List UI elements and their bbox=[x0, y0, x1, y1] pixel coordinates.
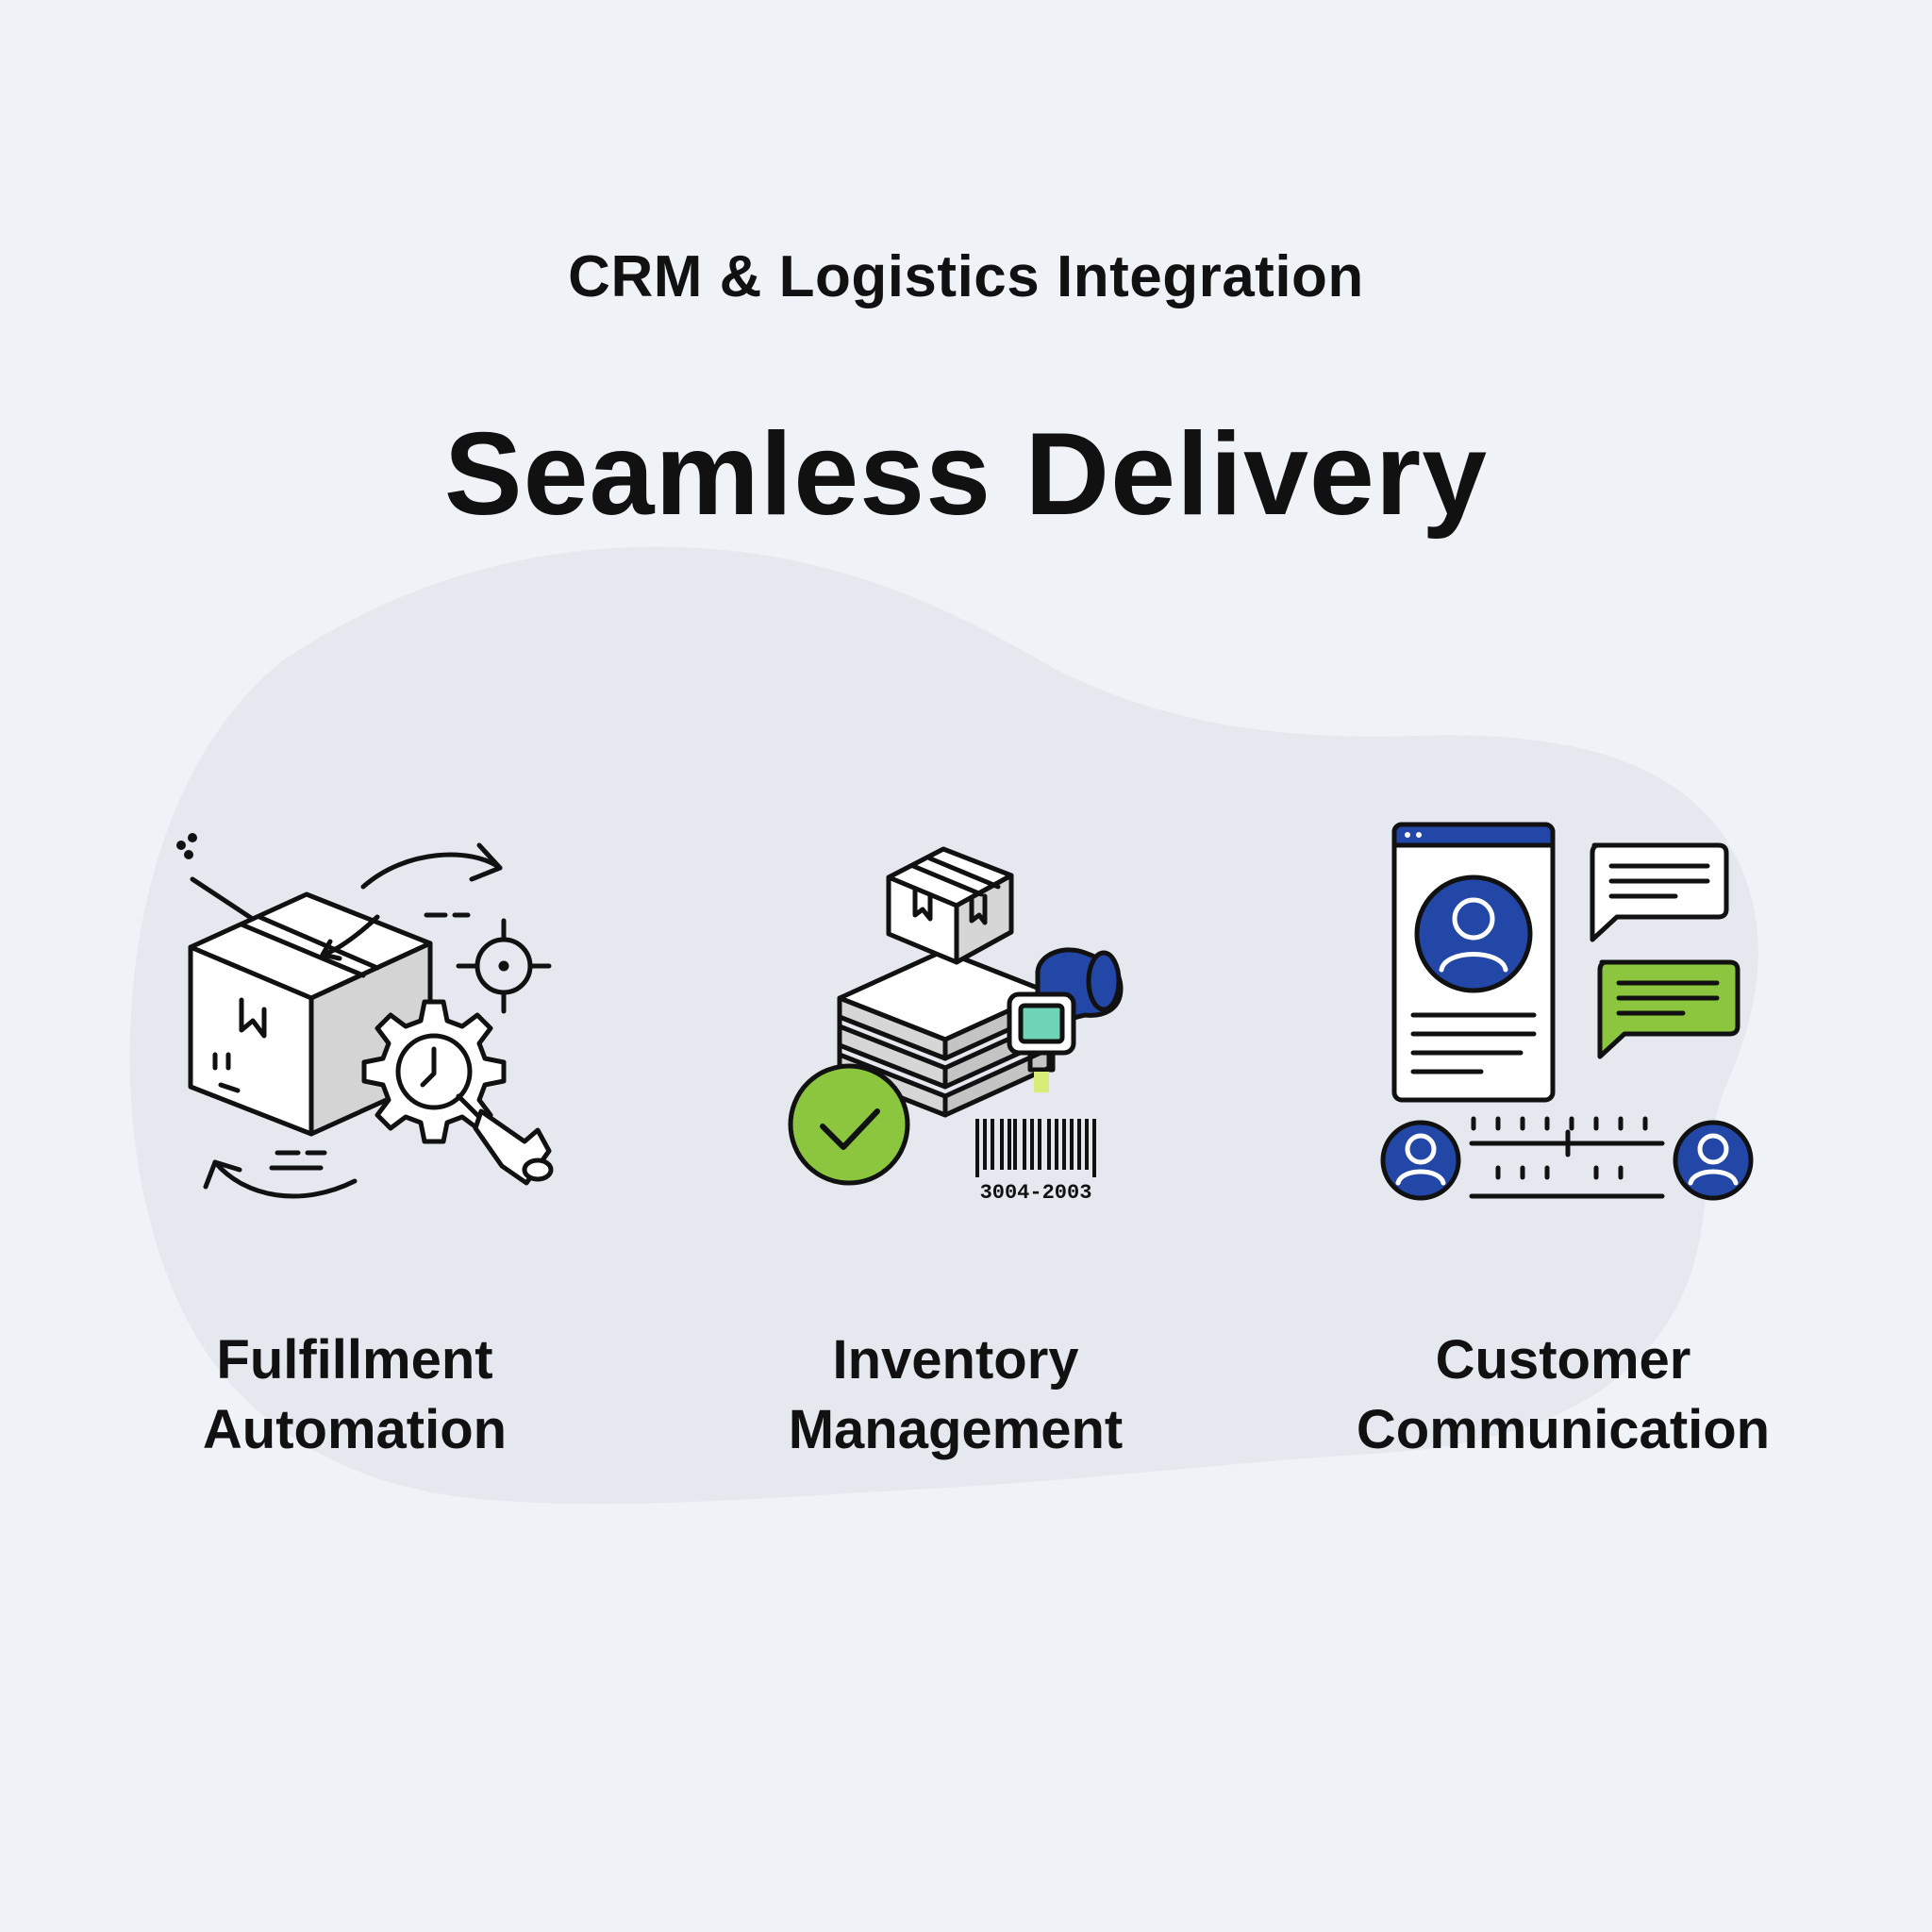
barcode-number: 3004-2003 bbox=[980, 1181, 1092, 1205]
inventory-scan-icon: 3004-2003 bbox=[788, 846, 1124, 1205]
feature-label-line: Inventory bbox=[832, 1329, 1079, 1391]
feature-label-customer: Customer Communication bbox=[1299, 1325, 1827, 1465]
feature-label-line: Automation bbox=[202, 1399, 508, 1460]
feature-label-fulfillment: Fulfillment Automation bbox=[91, 1325, 619, 1465]
package-automation-icon bbox=[176, 833, 554, 1199]
customer-chat-icon bbox=[1380, 822, 1754, 1201]
feature-label-inventory: Inventory Management bbox=[691, 1325, 1220, 1465]
feature-label-line: Fulfillment bbox=[216, 1329, 493, 1391]
page-title: Seamless Delivery bbox=[443, 409, 1489, 540]
feature-label-line: Management bbox=[788, 1399, 1124, 1460]
feature-label-line: Communication bbox=[1356, 1399, 1771, 1460]
section-eyebrow: CRM & Logistics Integration bbox=[568, 244, 1364, 309]
feature-label-line: Customer bbox=[1435, 1329, 1691, 1391]
